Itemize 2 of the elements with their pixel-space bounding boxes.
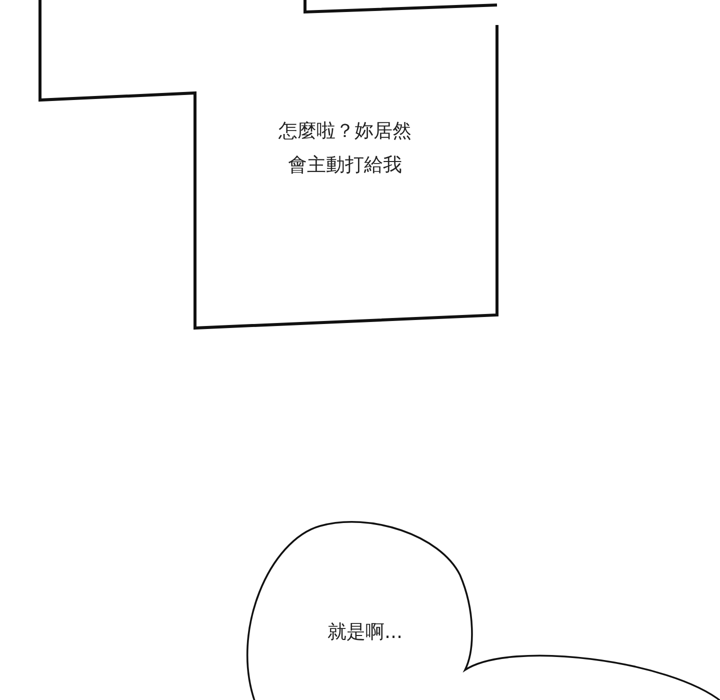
dialogue-text: 就是啊... (326, 620, 404, 645)
narration-text: 怎麼啦？妳居然會主動打給我 (278, 119, 412, 178)
